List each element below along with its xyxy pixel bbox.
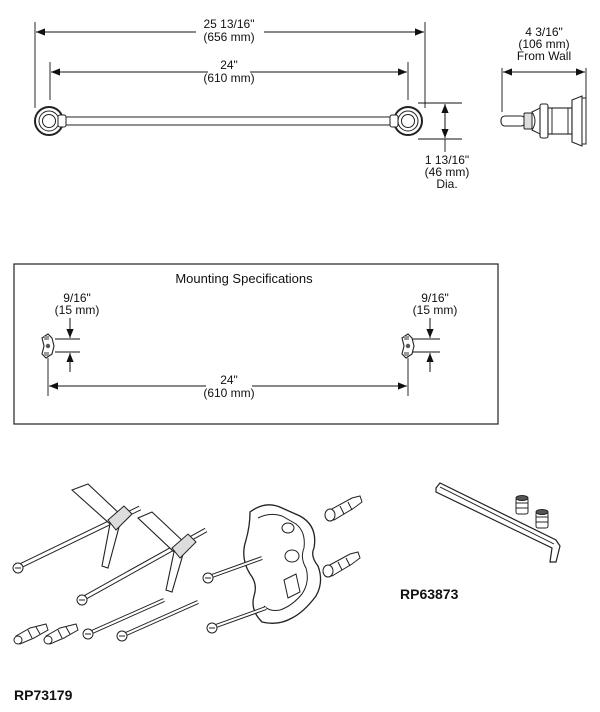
toggle-bolt-2 — [76, 511, 208, 606]
set-screw-2 — [535, 509, 549, 529]
plate-anchor-2 — [322, 551, 361, 578]
mounting-plate — [243, 504, 322, 624]
toggle-bolt-1 — [12, 483, 142, 574]
projection-imperial: 4 3/16" — [525, 25, 563, 39]
right-post — [389, 106, 423, 136]
mounting-title: Mounting Specifications — [175, 271, 313, 286]
towel-bar — [57, 116, 399, 126]
mounting-centers-metric: (610 mm) — [203, 386, 254, 400]
wood-screw-2 — [116, 600, 199, 642]
left-offset-imperial: 9/16" — [63, 291, 91, 305]
centers-metric: (610 mm) — [203, 71, 254, 85]
kit-label-rp63873: RP63873 — [400, 586, 459, 602]
right-offset-imperial: 9/16" — [421, 291, 449, 305]
allen-wrench — [435, 482, 561, 563]
projection-metric: (106 mm) — [518, 37, 569, 51]
wall-anchor-1 — [13, 623, 49, 645]
towel-bar-side-view: 4 3/16" (106 mm) From Wall — [500, 25, 587, 147]
right-offset-metric: (15 mm) — [413, 303, 458, 317]
mounting-centers-imperial: 24" — [220, 373, 238, 387]
wall-anchor-2 — [43, 623, 79, 645]
right-mounting-bracket — [401, 333, 415, 359]
hardware-kit-rp73179: RP73179 — [12, 483, 363, 703]
plate-screw-1 — [202, 556, 263, 584]
left-post — [34, 106, 67, 136]
plate-screw-2 — [206, 606, 267, 634]
wood-screw-1 — [82, 598, 165, 640]
left-offset-metric: (15 mm) — [55, 303, 100, 317]
overall-length-imperial: 25 13/16" — [204, 17, 255, 31]
kit-label-rp73179: RP73179 — [14, 687, 73, 703]
hardware-kit-rp63873: RP63873 — [400, 482, 561, 602]
centers-imperial: 24" — [220, 58, 238, 72]
diameter-metric: (46 mm) — [425, 165, 470, 179]
diameter-imperial: 1 13/16" — [425, 153, 469, 167]
towel-bar-front-view: 25 13/16" (656 mm) 24" (610 mm) 1 13/16"… — [34, 17, 470, 191]
left-mounting-bracket — [41, 333, 55, 359]
mounting-specifications-panel: Mounting Specifications 9/16" (15 mm) 9/… — [13, 263, 499, 425]
projection-note: From Wall — [517, 49, 571, 63]
overall-length-metric: (656 mm) — [203, 30, 254, 44]
set-screw-1 — [515, 495, 529, 515]
plate-anchor-1 — [324, 495, 363, 522]
diameter-note: Dia. — [436, 177, 457, 191]
